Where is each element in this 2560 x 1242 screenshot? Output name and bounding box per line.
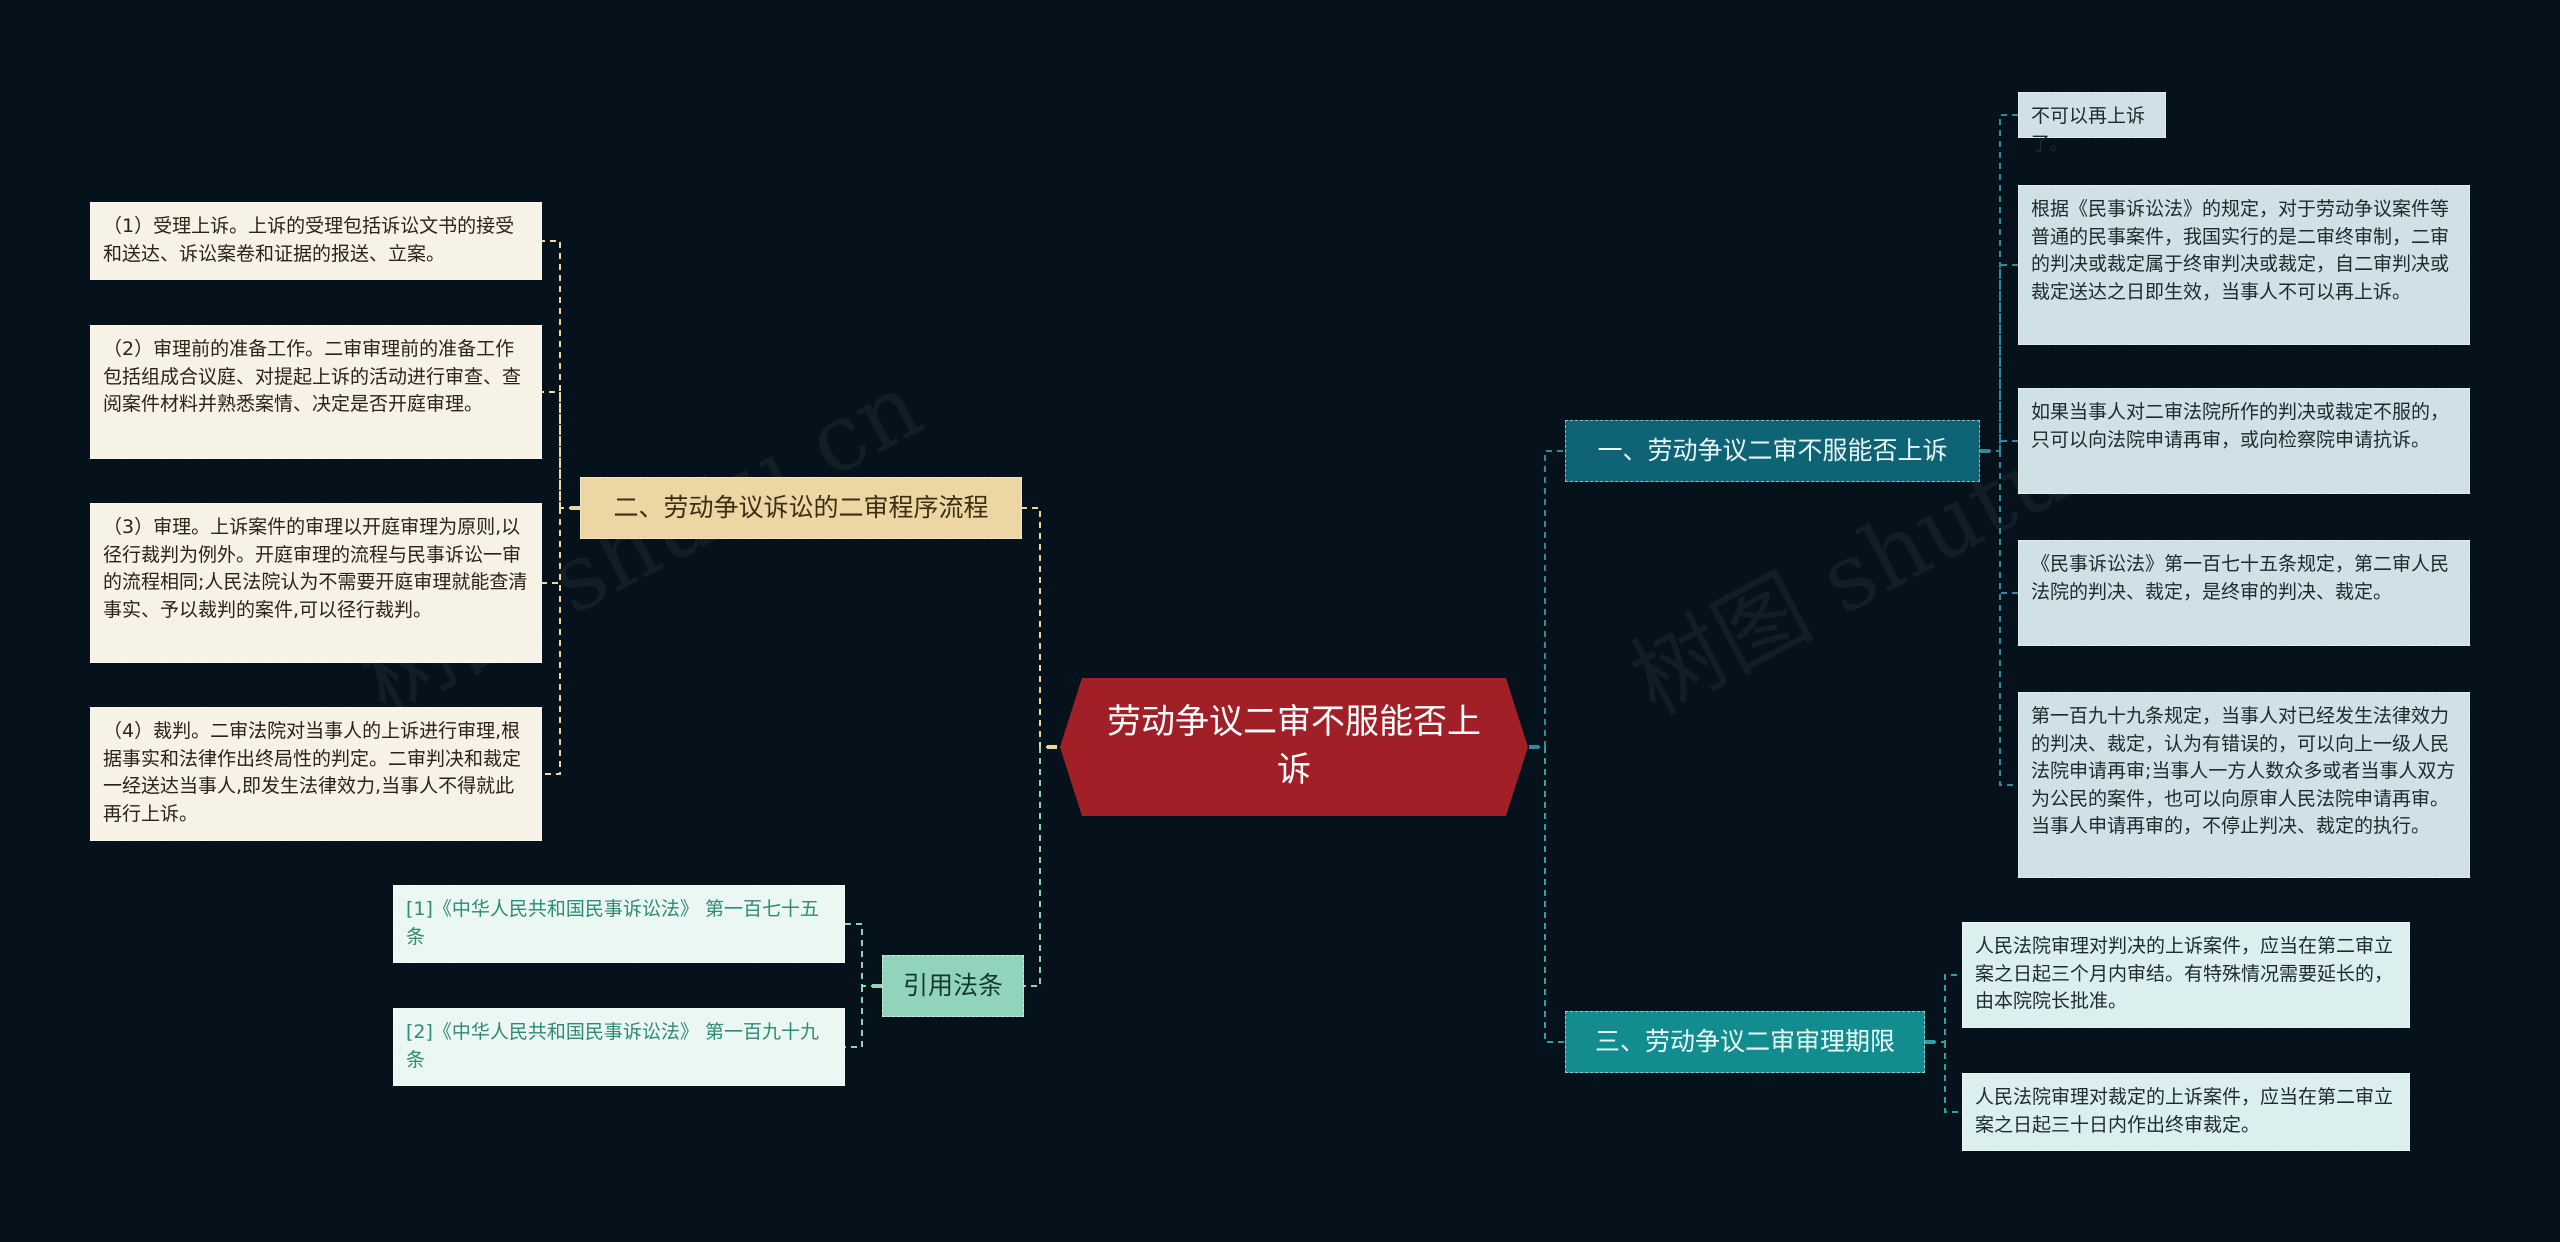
leaf-b2-2[interactable]: （2）审理前的准备工作。二审审理前的准备工作包括组成合议庭、对提起上诉的活动进行… bbox=[90, 325, 542, 459]
link-b1-leaf bbox=[1985, 114, 2018, 452]
link-center-b2 bbox=[1022, 507, 1052, 748]
branch-trial-period[interactable]: 三、劳动争议二审审理期限 bbox=[1565, 1011, 1925, 1073]
link-center-b4 bbox=[1024, 747, 1041, 987]
center-topic-label: 劳动争议二审不服能否上诉 bbox=[1107, 702, 1481, 790]
link-b2-leaf bbox=[542, 508, 561, 775]
link-b2-leaf bbox=[542, 391, 561, 508]
branch-procedure-flow[interactable]: 二、劳动争议诉讼的二审程序流程 bbox=[580, 477, 1022, 539]
branch-label: 引用法条 bbox=[902, 970, 1003, 1000]
leaf-b1-5[interactable]: 第一百九十九条规定，当事人对已经发生法律效力的判决、裁定，认为有错误的，可以向上… bbox=[2018, 692, 2470, 878]
center-topic[interactable]: 劳动争议二审不服能否上诉 bbox=[1060, 678, 1528, 816]
link-b1-leaf bbox=[1999, 440, 2018, 451]
link-b3-leaf bbox=[1944, 1042, 1962, 1113]
link-center-b3 bbox=[1544, 747, 1565, 1043]
leaf-ref-2[interactable]: [2]《中华人民共和国民事诉讼法》 第一百九十九条 bbox=[393, 1008, 845, 1086]
leaf-b3-2[interactable]: 人民法院审理对裁定的上诉案件，应当在第二审立案之日起三十日内作出终审裁定。 bbox=[1962, 1073, 2410, 1151]
branch-label: 二、劳动争议诉讼的二审程序流程 bbox=[613, 492, 989, 522]
leaf-ref-1[interactable]: [1]《中华人民共和国民事诉讼法》 第一百七十五条 bbox=[393, 885, 845, 963]
branch-label: 一、劳动争议二审不服能否上诉 bbox=[1597, 435, 1948, 465]
leaf-b2-4[interactable]: （4）裁判。二审法院对当事人的上诉进行审理,根据事实和法律作出终局性的判定。二审… bbox=[90, 707, 542, 841]
branch-label: 三、劳动争议二审审理期限 bbox=[1594, 1026, 1895, 1056]
leaf-b1-2[interactable]: 根据《民事诉讼法》的规定，对于劳动争议案件等普通的民事案件，我国实行的是二审终审… bbox=[2018, 185, 2470, 345]
link-center-b1 bbox=[1534, 450, 1565, 748]
link-b2-leaf bbox=[542, 508, 561, 584]
branch-appeal-possibility[interactable]: 一、劳动争议二审不服能否上诉 bbox=[1565, 420, 1980, 482]
leaf-b1-4[interactable]: 《民事诉讼法》第一百七十五条规定，第二审人民法院的判决、裁定，是终审的判决、裁定… bbox=[2018, 540, 2470, 646]
leaf-b1-3[interactable]: 如果当事人对二审法院所作的判决或裁定不服的，只可以向法院申请再审，或向检察院申请… bbox=[2018, 388, 2470, 494]
leaf-b3-1[interactable]: 人民法院审理对判决的上诉案件，应当在第二审立案之日起三个月内审结。有特殊情况需要… bbox=[1962, 922, 2410, 1028]
link-b2-leaf bbox=[542, 240, 575, 509]
leaf-b1-1[interactable]: 不可以再上诉了。 bbox=[2018, 92, 2166, 155]
link-b4-leaf bbox=[845, 986, 863, 1048]
link-b1-leaf bbox=[1999, 451, 2018, 594]
link-b3-leaf bbox=[1930, 974, 1962, 1043]
link-b4-leaf bbox=[845, 923, 877, 987]
leaf-b2-1[interactable]: （1）受理上诉。上诉的受理包括诉讼文书的接受和送达、诉讼案卷和证据的报送、立案。 bbox=[90, 202, 542, 280]
leaf-b2-3[interactable]: （3）审理。上诉案件的审理以开庭审理为原则,以径行裁判为例外。开庭审理的流程与民… bbox=[90, 503, 542, 663]
link-b1-leaf bbox=[1999, 264, 2018, 451]
branch-cited-laws[interactable]: 引用法条 bbox=[882, 955, 1024, 1017]
link-b1-leaf bbox=[1999, 451, 2018, 786]
